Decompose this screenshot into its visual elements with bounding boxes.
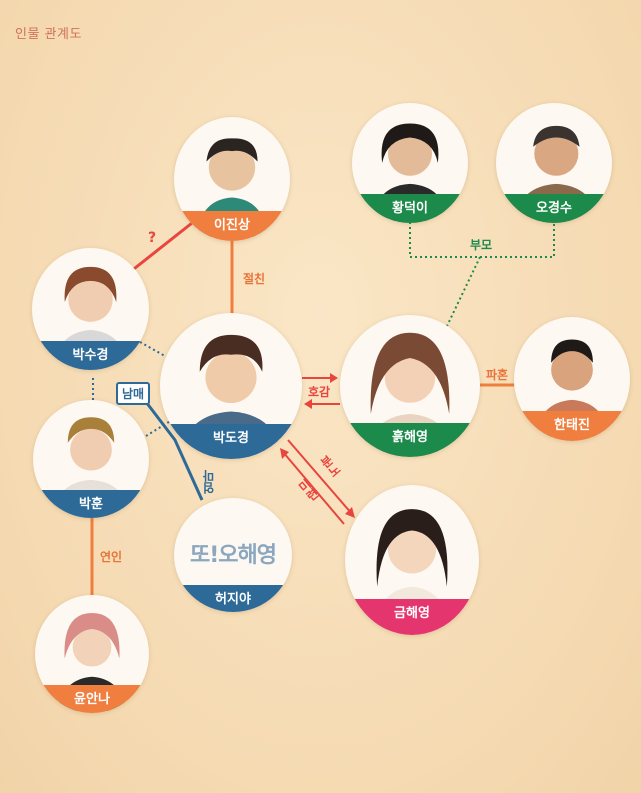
relation-lovers: 연인 [100, 550, 123, 564]
relation-mutual-liking: 호감 [308, 385, 331, 399]
character-park-sugyeong[interactable]: 박수경 [32, 248, 149, 370]
character-oh-gyeongsu[interactable]: 오경수 [496, 103, 612, 223]
relation-mother: 엄마 [202, 470, 216, 494]
character-name: 박수경 [32, 340, 149, 370]
character-name: 흙해영 [340, 422, 480, 457]
character-name: 박훈 [33, 489, 149, 518]
character-heo-jiya[interactable]: 또!오해영 허지야 [174, 498, 292, 612]
character-geum-haeyoung[interactable]: 금해영 [345, 485, 479, 635]
character-hwang-deoki[interactable]: 황덕이 [352, 103, 468, 223]
character-name: 허지야 [174, 584, 292, 612]
drama-logo: 또!오해영 [190, 542, 277, 568]
character-name: 이진상 [174, 211, 290, 241]
character-park-hun[interactable]: 박훈 [33, 400, 149, 518]
arrow-like-right-head [330, 373, 338, 383]
character-yun-anna[interactable]: 윤안나 [35, 595, 149, 713]
arrow-anger-head [345, 507, 355, 518]
line-parents [409, 222, 555, 258]
character-name: 박도경 [160, 423, 302, 459]
relation-broken-engagement: 파혼 [486, 368, 509, 382]
character-heuk-haeyoung[interactable]: 흙해영 [340, 315, 480, 457]
character-name: 한태진 [514, 411, 630, 441]
character-lee-jinsang[interactable]: 이진상 [174, 117, 290, 241]
character-name: 황덕이 [352, 194, 468, 223]
character-park-dogyeong[interactable]: 박도경 [160, 313, 302, 459]
relation-parents: 부모 [470, 238, 493, 252]
character-han-taejin[interactable]: 한태진 [514, 317, 630, 441]
relation-siblings: 남매 [116, 382, 151, 405]
relation-question: ? [148, 230, 157, 246]
character-name: 금해영 [345, 599, 479, 635]
line-hun-dogyeong [145, 419, 173, 437]
relation-best-friend: 절친 [243, 272, 266, 286]
arrow-lingering [282, 451, 345, 525]
character-name: 오경수 [496, 194, 612, 223]
page-title: 인물 관계도 [15, 27, 82, 42]
character-name: 윤안나 [35, 684, 149, 713]
arrow-like-left-head [304, 399, 312, 409]
